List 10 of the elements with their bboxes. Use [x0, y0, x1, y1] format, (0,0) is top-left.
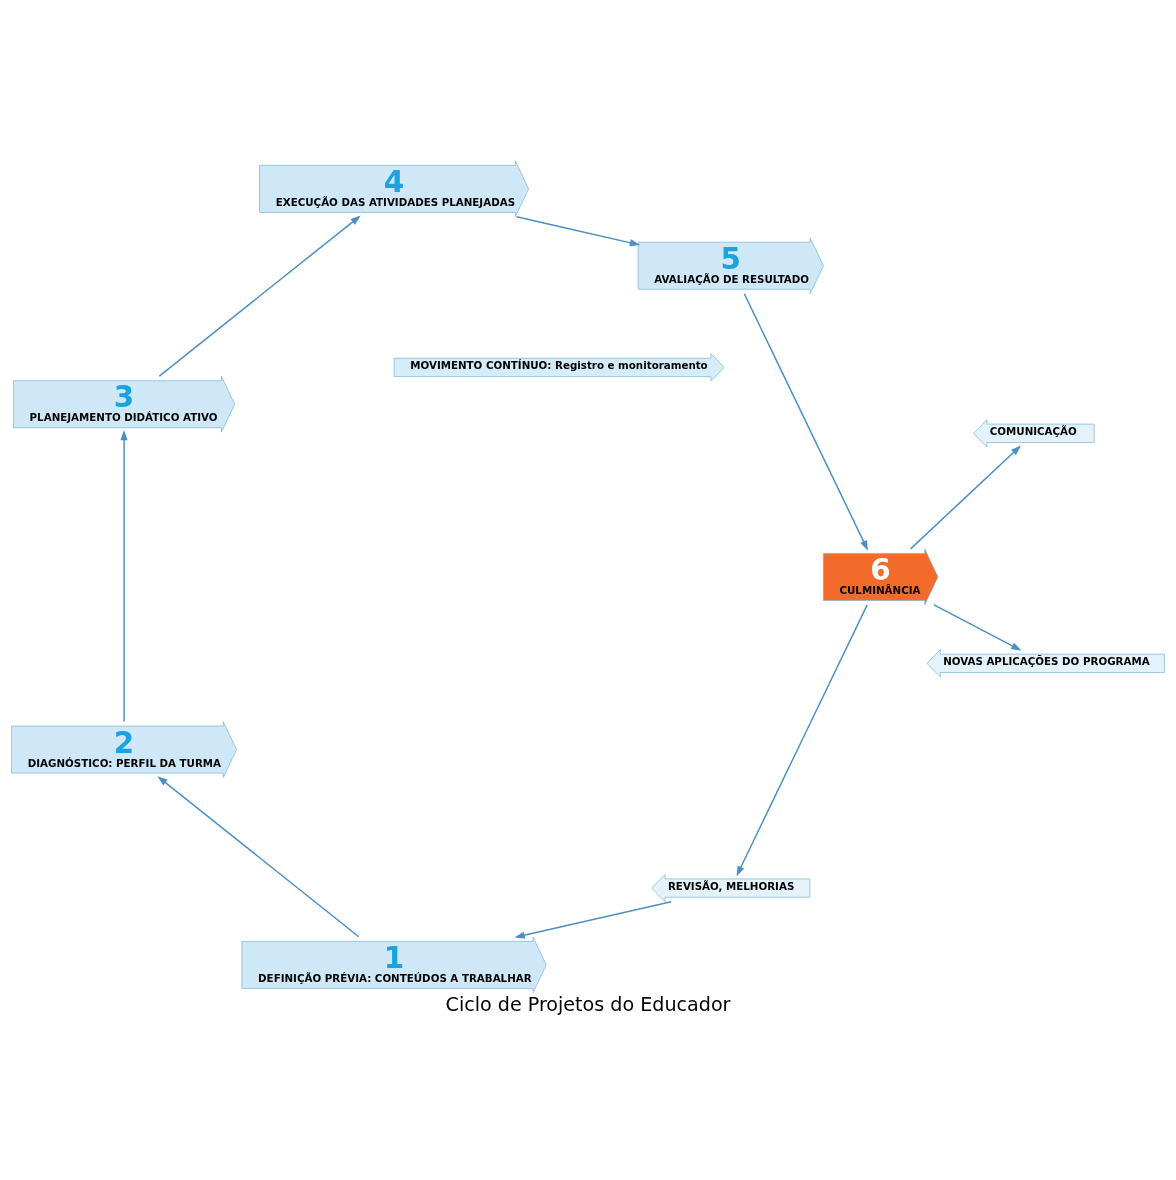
arrow [157, 775, 360, 937]
arrow [515, 215, 641, 246]
arrow [933, 603, 1022, 651]
arrow [909, 444, 1021, 550]
arrow [514, 900, 672, 939]
arrow [120, 429, 128, 722]
arrow [743, 292, 869, 551]
arrow [736, 603, 868, 876]
caption: Ciclo de Projetos do Educador [445, 992, 731, 1016]
arrow [158, 214, 361, 377]
